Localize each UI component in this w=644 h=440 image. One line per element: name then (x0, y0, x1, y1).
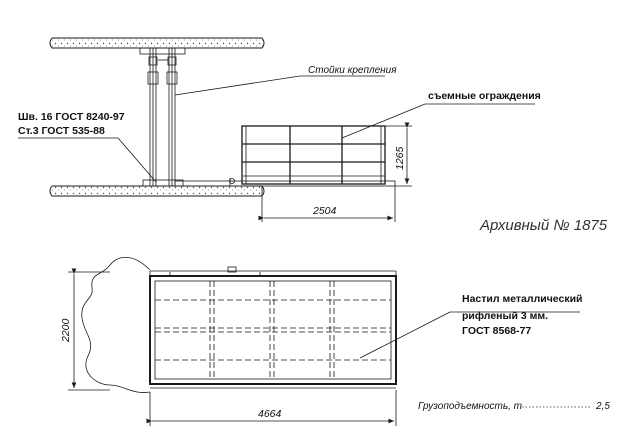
channel-label-line2: Ст.3 ГОСТ 535-88 (18, 125, 105, 137)
platform-side (174, 178, 396, 187)
removable-rails-label: съемные ограждения (428, 90, 541, 102)
leader-deck (359, 311, 451, 359)
dim-platform-length-plan: 4664 (146, 390, 397, 426)
deck-label-line2: рифленый 3 мм. (462, 310, 548, 322)
ceiling-slab (49, 37, 265, 49)
floor-slab (49, 185, 265, 197)
svg-text:2200: 2200 (60, 318, 72, 343)
svg-text:1265: 1265 (394, 146, 406, 170)
svg-text:2504: 2504 (312, 205, 337, 217)
platform-plan (149, 266, 397, 389)
dim-platform-length-side: 2504 (258, 186, 396, 222)
mounting-posts-label: Стойки крепления (308, 65, 397, 76)
mounting-posts (139, 47, 186, 187)
capacity-value: 2,5 (595, 401, 610, 412)
deck-label-line1: Настил металлический (462, 293, 583, 305)
capacity-row: Грузоподъемность, т 2,5 (418, 401, 610, 412)
leader-channel (117, 137, 157, 183)
archive-number: Архивный № 1875 (479, 217, 608, 234)
leader-removable-rails (341, 103, 426, 139)
deck-label-line3: ГОСТ 8568-77 (462, 325, 531, 337)
channel-label-line1: Шв. 16 ГОСТ 8240-97 (18, 111, 125, 123)
dim-railing-height: 1265 (385, 122, 412, 187)
svg-text:4664: 4664 (258, 408, 282, 420)
removable-railing (241, 125, 386, 185)
leader-mounting-posts (174, 75, 301, 96)
plan-break-outline (81, 256, 151, 393)
dim-platform-width-plan: 2200 (60, 268, 110, 391)
capacity-label: Грузоподъемность, т (418, 401, 522, 412)
